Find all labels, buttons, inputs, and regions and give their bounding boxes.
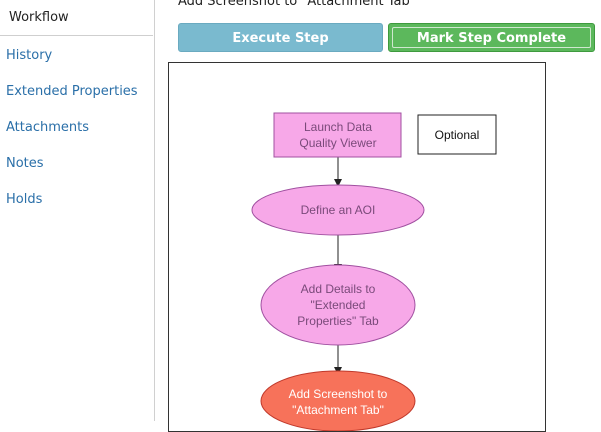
node-add-screenshot-label-2: "Attachment Tab": [292, 403, 384, 417]
node-optional[interactable]: Optional: [417, 114, 497, 155]
node-launch-label-2: Quality Viewer: [299, 136, 376, 150]
sidebar-item-notes[interactable]: Notes: [6, 156, 44, 171]
sidebar-item-attachments[interactable]: Attachments: [6, 120, 89, 135]
node-launch-data-quality-viewer[interactable]: Launch Data Quality Viewer: [273, 112, 402, 158]
execute-step-button[interactable]: Execute Step: [178, 23, 383, 52]
sidebar: Workflow History Extended Properties Att…: [0, 0, 155, 421]
node-define-aoi-shape: [251, 184, 425, 236]
node-define-aoi-label: Define an AOI: [301, 203, 376, 217]
node-optional-shape: [417, 114, 497, 155]
node-add-details-shape: [260, 264, 416, 346]
sidebar-item-extended-properties[interactable]: Extended Properties: [6, 84, 138, 99]
node-add-details-label-1: Add Details to: [301, 282, 376, 296]
page-title: Add Screenshot to "Attachment Tab": [178, 0, 416, 9]
tab-workflow[interactable]: Workflow: [0, 0, 153, 36]
sidebar-item-history[interactable]: History: [6, 48, 53, 63]
sidebar-item-holds[interactable]: Holds: [6, 192, 43, 207]
node-optional-label: Optional: [435, 128, 480, 142]
workflow-diagram: Launch Data Quality Viewer Optional Defi…: [168, 62, 546, 432]
node-launch-shape: [273, 112, 402, 158]
node-add-details-label-3: Properties" Tab: [297, 314, 379, 328]
node-launch-label-1: Launch Data: [304, 120, 372, 134]
mark-step-complete-button[interactable]: Mark Step Complete: [388, 23, 595, 52]
node-add-details-label-2: "Extended: [311, 298, 366, 312]
node-add-details[interactable]: Add Details to "Extended Properties" Tab: [260, 264, 416, 346]
workflow-diagram-svg: Launch Data Quality Viewer Optional Defi…: [251, 112, 497, 431]
node-define-aoi[interactable]: Define an AOI: [251, 184, 425, 236]
node-add-screenshot-shape: [260, 370, 416, 431]
node-add-screenshot[interactable]: Add Screenshot to "Attachment Tab": [260, 370, 416, 431]
node-add-screenshot-label-1: Add Screenshot to: [289, 387, 388, 401]
mark-step-complete-label: Mark Step Complete: [392, 27, 591, 48]
